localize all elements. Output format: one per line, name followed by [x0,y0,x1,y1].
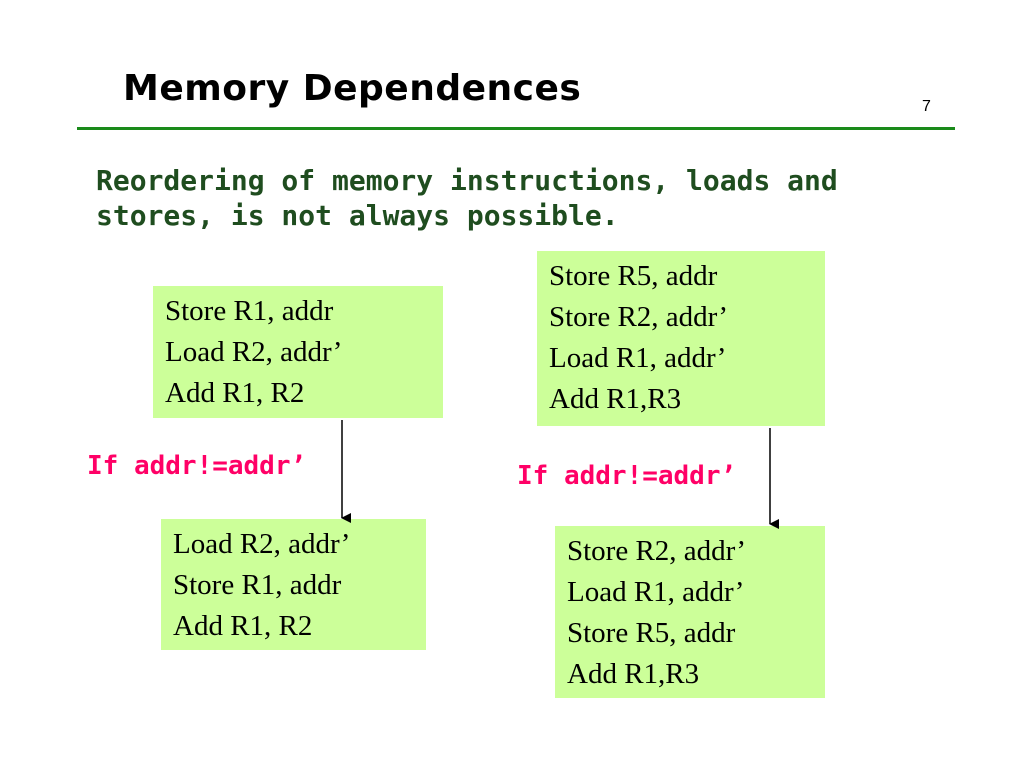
code-line: Store R1, addr [173,569,342,601]
code-line: Add R1, R2 [173,610,313,642]
title-divider [77,127,955,130]
code-line: Store R1, addr [165,295,334,327]
code-line: Store R5, addr [567,617,736,649]
code-line: Store R5, addr [549,260,718,292]
right-before-box: Store R5, addr Store R2, addr’ Load R1, … [537,251,825,426]
slide-title: Memory Dependences [123,68,582,109]
subtitle-line: Reordering of memory instructions, loads… [96,164,838,197]
code-line: Load R2, addr’ [173,528,351,560]
code-line: Add R1, R2 [165,377,305,409]
code-line: Add R1,R3 [567,658,700,690]
left-before-box: Store R1, addr Load R2, addr’ Add R1, R2 [153,286,443,418]
code-line: Load R2, addr’ [165,336,343,368]
code-line: Load R1, addr’ [567,576,745,608]
page-number: 7 [922,98,931,115]
code-line: Store R2, addr’ [549,301,729,333]
code-line: Load R1, addr’ [549,342,727,374]
code-line: Store R2, addr’ [567,535,747,567]
left-condition-label: If addr!=addr’ [87,451,307,481]
subtitle-line: stores, is not always possible. [96,199,619,232]
subtitle: Reordering of memory instructions, loads… [96,163,896,233]
code-line: Add R1,R3 [549,383,682,415]
right-after-box: Store R2, addr’ Load R1, addr’ Store R5,… [555,526,825,698]
left-after-box: Load R2, addr’ Store R1, addr Add R1, R2 [161,519,426,650]
right-condition-label: If addr!=addr’ [517,461,737,491]
